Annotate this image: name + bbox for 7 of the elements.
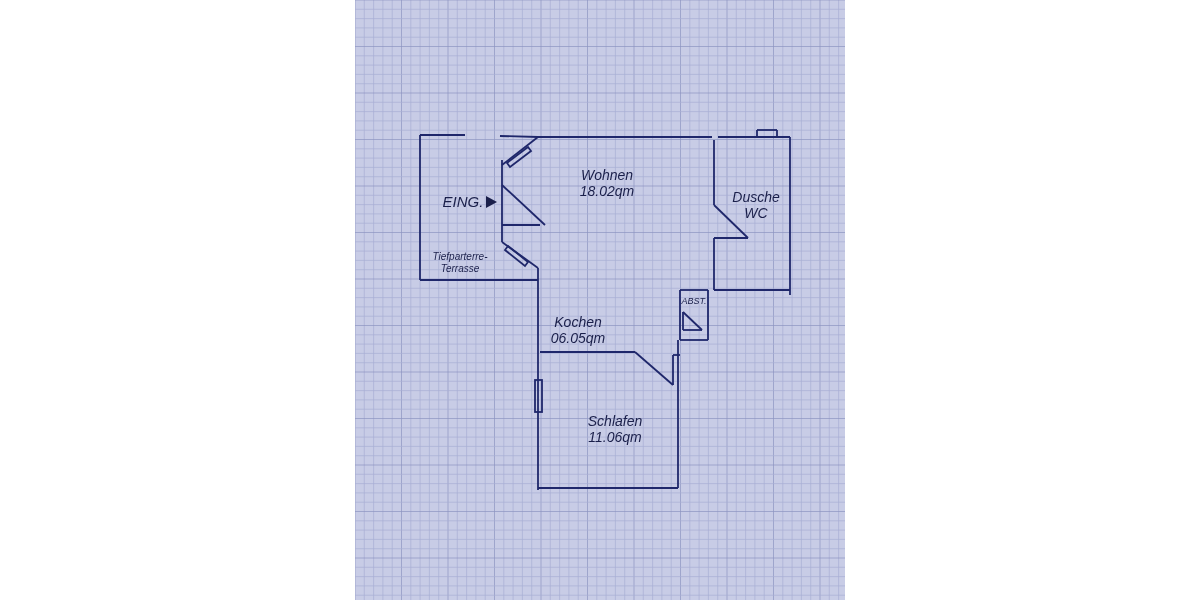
- room-label: Wohnen 18.02qm: [579, 166, 635, 200]
- terrace-label: Tiefparterre- Terrasse: [432, 250, 488, 274]
- room-label: Dusche WC: [732, 188, 780, 222]
- room-label: Kochen 06.05qm: [550, 313, 606, 347]
- entrance-label: EING.: [442, 193, 484, 211]
- room-label: Schlafen 11.06qm: [587, 412, 643, 446]
- room-label: ABST.: [681, 295, 707, 307]
